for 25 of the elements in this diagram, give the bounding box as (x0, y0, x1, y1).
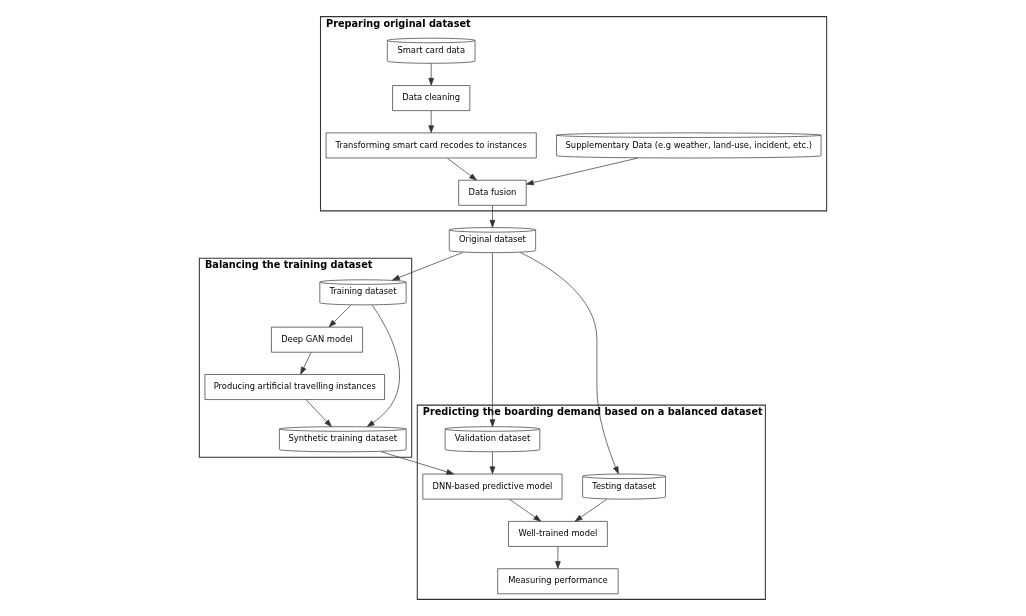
node-box: Data cleaning (392, 85, 471, 111)
arrow (305, 399, 332, 427)
arrow (428, 110, 434, 133)
arrow (555, 546, 561, 569)
arrow (428, 63, 434, 86)
arrow (392, 252, 464, 281)
arrow (328, 304, 352, 328)
node-box: Deep GAN model (271, 326, 363, 353)
node-box: Measuring performance (497, 568, 619, 595)
node-box: Well-trained model (508, 521, 608, 547)
arrow (574, 499, 607, 522)
arrow (489, 451, 496, 475)
node-box: Producing artificial travelling instances (204, 374, 385, 400)
arrow (509, 499, 542, 522)
arrow (489, 205, 496, 228)
arrow (446, 157, 477, 181)
node-box: DNN-based predictive model (422, 473, 563, 500)
arrow (526, 157, 639, 186)
arrow (366, 304, 400, 427)
node-box: Transforming smart card recodes to instances (325, 132, 537, 159)
arrow (520, 252, 619, 475)
arrow (489, 252, 496, 427)
node-box: Data fusion (458, 179, 527, 206)
arrow (300, 352, 312, 375)
arrow (380, 451, 455, 475)
